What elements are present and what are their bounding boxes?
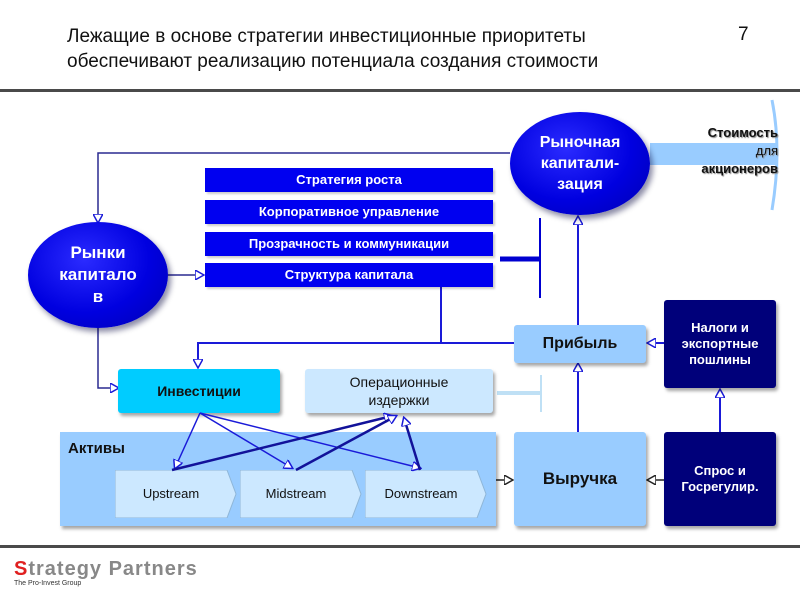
- investments-label: Инвестиции: [157, 383, 241, 399]
- opex-line-1: Операционные: [349, 374, 449, 390]
- taxes-line-1: Налоги и: [691, 320, 749, 335]
- shareholder-value-band: [650, 143, 776, 165]
- taxes-box: Налоги и экспортные пошлины: [664, 300, 776, 388]
- capital-markets-line-2: капитало: [59, 265, 137, 284]
- chevron-shape: [240, 470, 362, 518]
- shareholder-line-3: акционеров: [701, 161, 778, 176]
- revenue-label: Выручка: [542, 469, 618, 488]
- chevron-shape: [365, 470, 487, 518]
- capital-markets-node: Рынки капитало в: [28, 222, 168, 328]
- investments-to-downstream-arrow: [199, 412, 420, 468]
- market-cap-line-1: Рыночная: [539, 134, 621, 151]
- upstream-to-opex-arrow: [171, 416, 392, 472]
- taxes-line-3: пошлины: [689, 352, 751, 367]
- company-logo: Strategy Partners: [14, 558, 198, 581]
- assets-label: Активы: [68, 440, 125, 457]
- taxes-line-2: экспортные: [681, 336, 759, 351]
- midstream-to-opex-arrow: [295, 416, 396, 472]
- capital-markets-to-investments-connector: [97, 328, 118, 388]
- footer-divider: [0, 545, 800, 548]
- downstream-label: Downstream: [384, 486, 458, 501]
- strip-corporate-governance: Корпоративное управление: [205, 200, 493, 224]
- shareholder-value-label: Стоимость для акционеров: [672, 124, 778, 178]
- strip-growth-strategy: Стратегия роста: [205, 168, 493, 192]
- investments-to-midstream-arrow: [199, 412, 292, 468]
- demand-line-1: Спрос и: [694, 463, 746, 478]
- revenue-box: Выручка: [514, 432, 646, 526]
- slide-title: Лежащие в основе стратегии инвестиционны…: [67, 24, 707, 74]
- strip-transparency: Прозрачность и коммуникации: [205, 232, 493, 256]
- demand-line-2: Госрегулир.: [681, 479, 759, 494]
- header-divider: [0, 89, 800, 92]
- profit-label: Прибыль: [542, 335, 618, 352]
- page-number: 7: [738, 24, 749, 45]
- capital-markets-line-1: Рынки: [70, 243, 126, 262]
- midstream-label: Midstream: [265, 486, 327, 501]
- strip-capital-structure: Структура капитала: [205, 263, 493, 287]
- market-cap-line-3: зация: [557, 176, 603, 193]
- profit-box: Прибыль: [514, 325, 646, 363]
- upstream-label: Upstream: [142, 486, 200, 501]
- logo-tagline: The Pro-Invest Group: [14, 580, 82, 587]
- chevron-shape: [115, 470, 237, 518]
- capital-markets-line-3: в: [92, 287, 104, 306]
- title-line-2: обеспечивают реализацию потенциала созда…: [67, 51, 599, 72]
- shareholder-value-bracket: [770, 99, 779, 211]
- chain-downstream: Downstream: [365, 470, 487, 518]
- profit-to-investments-connector: [198, 342, 441, 367]
- market-cap-line-2: капитали-: [540, 155, 620, 172]
- downstream-to-opex-arrow: [404, 418, 422, 471]
- opex-box: Операционные издержки: [305, 369, 493, 413]
- investments-to-upstream-arrow: [175, 412, 201, 468]
- demand-box: Спрос и Госрегулир.: [664, 432, 776, 526]
- investments-box: Инвестиции: [118, 369, 280, 413]
- shareholder-line-1: Стоимость: [707, 125, 778, 140]
- market-cap-to-capital-markets-connector: [98, 152, 510, 222]
- title-line-1: Лежащие в основе стратегии инвестиционны…: [67, 26, 586, 47]
- shareholder-line-2: для: [755, 143, 778, 158]
- chain-upstream: Upstream: [115, 470, 237, 518]
- logo-text: trategy Partners: [28, 558, 198, 580]
- market-cap-node: Рыночная капитали- зация: [510, 112, 650, 215]
- opex-line-2: издержки: [368, 392, 430, 408]
- logo-initial: S: [14, 558, 29, 580]
- chain-midstream: Midstream: [240, 470, 362, 518]
